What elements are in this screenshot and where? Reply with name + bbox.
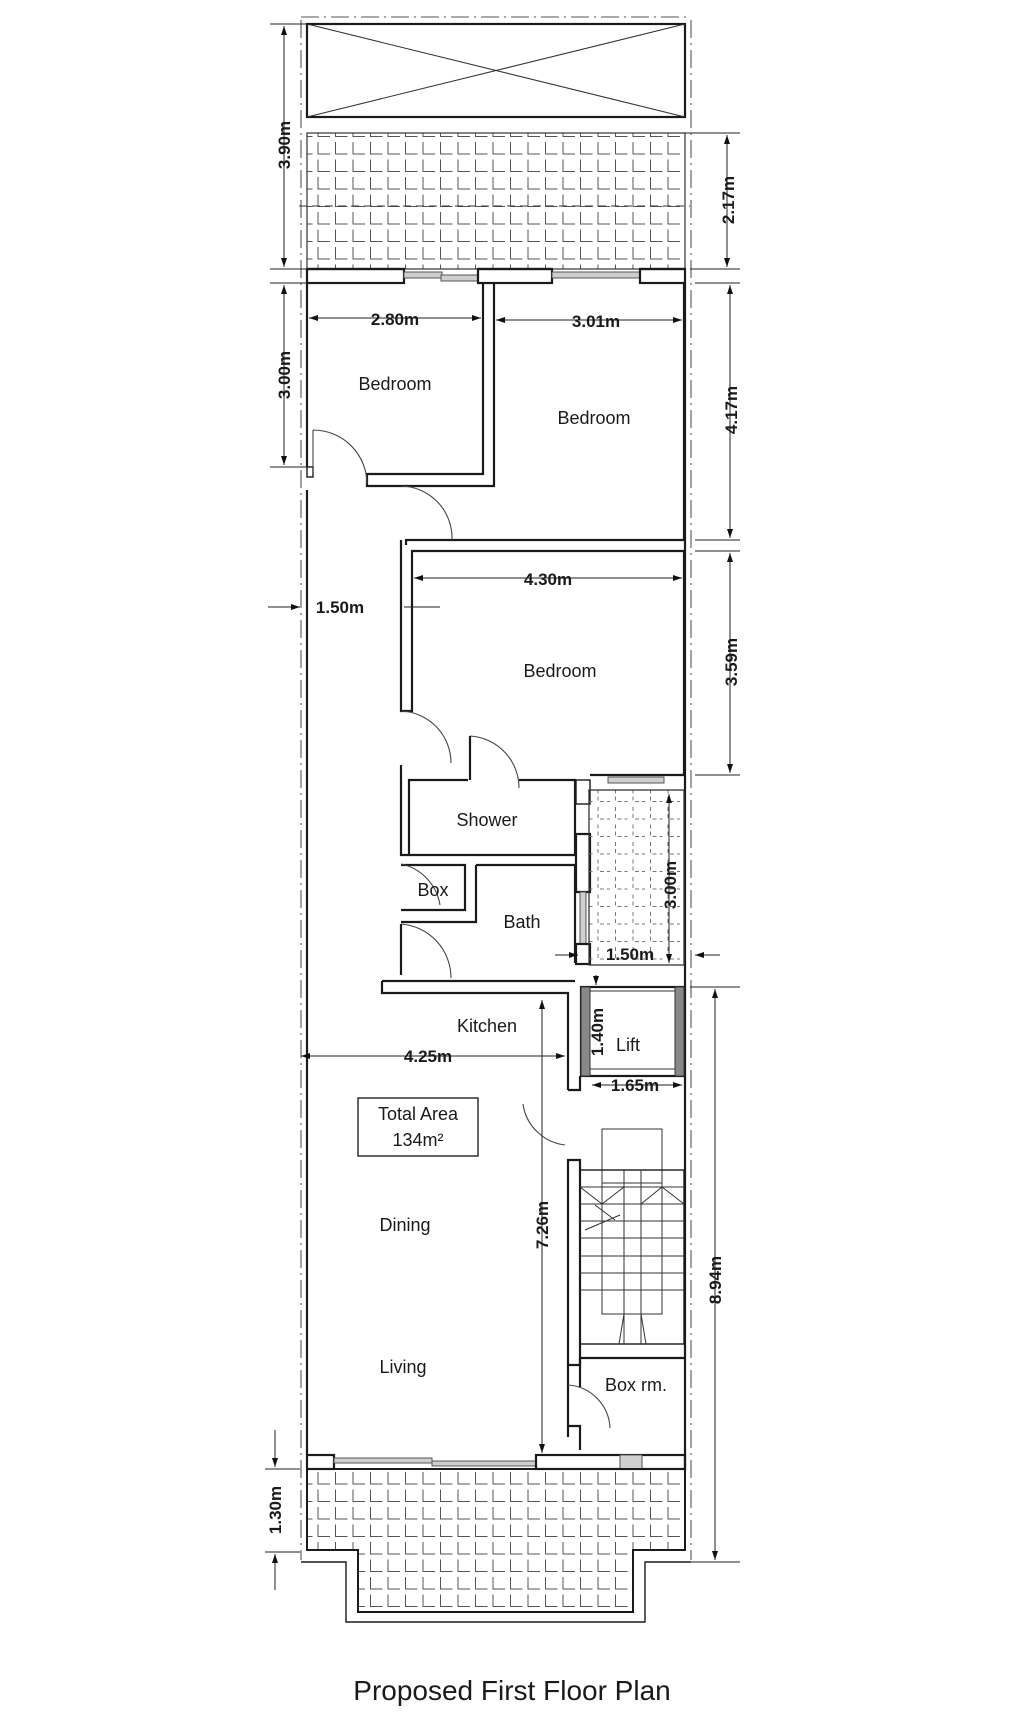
dim-bedroom2-width: 3.01m [572,312,620,331]
rear-wall [305,267,687,285]
rear-terrace [299,132,690,271]
room-label-lift: Lift [616,1035,640,1055]
dim-corridor-width: 1.50m [316,598,364,617]
box-room [568,1356,684,1450]
bath-room [380,891,592,1090]
dim-stair-block-depth: 8.94m [706,1256,725,1304]
room-label-bedroom-2: Bedroom [557,408,630,428]
dim-living-depth: 7.26m [533,1201,552,1249]
lift-shaft [579,985,686,1078]
dim-front-balcony: 1.30m [266,1486,285,1534]
room-label-box: Box [417,880,448,900]
dim-living-width: 4.25m [404,1047,452,1066]
box-closet [400,863,577,963]
room-label-bath: Bath [503,912,540,932]
dim-bedroom1-depth: 3.00m [275,351,294,399]
dimension-lines [265,23,740,1590]
dim-bedroom2-depth: 4.17m [722,386,741,434]
front-balcony [301,1468,691,1623]
total-area-box [357,1097,479,1157]
bedroom-3 [399,540,686,777]
dim-yard-depth: 3.00m [661,861,680,909]
room-label-living: Living [379,1357,426,1377]
dim-lift-width: 1.65m [611,1076,659,1095]
dim-bedroom3-width: 4.30m [524,570,572,589]
total-area-label: Total Area [378,1104,459,1124]
dim-yard-width: 1.50m [606,945,654,964]
boundary-axes [300,16,692,1560]
room-label-box-room: Box rm. [605,1375,667,1395]
roof-void [305,22,687,119]
room-label-shower: Shower [456,810,517,830]
dim-bedroom3-depth: 3.59m [722,638,741,686]
room-label-kitchen: Kitchen [457,1016,517,1036]
dim-rear-terrace: 2.17m [719,176,738,224]
staircase [579,1128,685,1345]
dim-lift-depth: 1.40m [588,1008,607,1056]
room-label-dining: Dining [379,1215,430,1235]
drawing-title: Proposed First Floor Plan [353,1675,671,1706]
room-label-bedroom-3: Bedroom [523,661,596,681]
bedroom-2 [400,283,686,545]
room-label-bedroom-1: Bedroom [358,374,431,394]
bedroom-1 [312,283,496,488]
dim-overall-top: 3.90m [275,121,294,169]
total-area-value: 134m² [392,1130,443,1150]
dim-bedroom1-width: 2.80m [371,310,419,329]
front-wall [305,1453,687,1471]
